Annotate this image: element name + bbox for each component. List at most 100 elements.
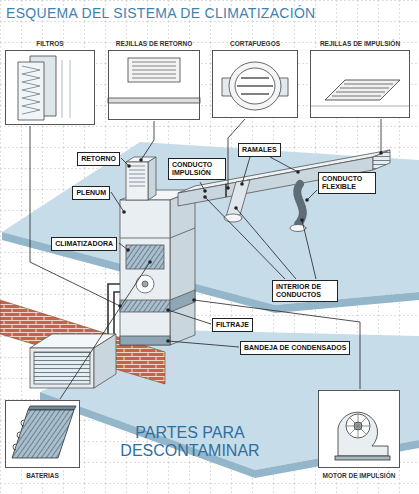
callout-box: CONDUCTO IMPULSIÓN — [168, 158, 226, 180]
callout-label: CONDUCTO IMPULSIÓN — [172, 161, 222, 177]
fire-damper-drawing — [237, 78, 273, 94]
panel-frame — [318, 390, 400, 468]
leader-line — [302, 220, 316, 279]
leader-dot — [203, 189, 207, 193]
leader-line — [168, 341, 239, 347]
leader-dot — [300, 218, 304, 222]
branch-duct — [224, 180, 250, 222]
panel-ground — [5, 50, 410, 468]
leader-line — [168, 310, 211, 324]
callout-box: INTERIOR DE CONDUCTOS — [272, 280, 338, 302]
filter-drawing — [18, 56, 70, 120]
callout-box: BANDEJA DE CONDENSADOS — [240, 341, 350, 355]
coil-drawing — [12, 410, 74, 458]
air-handler — [136, 275, 154, 293]
leader-dot — [234, 206, 238, 210]
callout-label: CONDUCTO FLEXIBLE — [322, 175, 372, 191]
return-duct — [126, 162, 148, 200]
leader-line — [194, 300, 360, 389]
leader-dot — [240, 182, 244, 186]
panel-ground — [5, 50, 95, 125]
leader-dot — [226, 186, 230, 190]
flexible-duct — [297, 184, 303, 224]
panel-ground — [310, 50, 410, 118]
panel-ground — [318, 390, 400, 468]
leader-line — [111, 192, 124, 212]
panel-frame — [212, 50, 298, 118]
panel-heading: MOTOR DE IMPULSIÓN — [304, 472, 414, 480]
leader-dot — [203, 195, 207, 199]
inset-panel: REJILLAS DE IMPULSIÓN — [310, 40, 410, 118]
leader-line — [270, 157, 298, 172]
supply-duct — [225, 184, 227, 197]
panel-ground — [5, 400, 80, 468]
leader-line — [141, 121, 154, 160]
supply-grille-drawing — [310, 106, 410, 107]
inset-panel: FILTROS — [5, 40, 95, 125]
big-label: PARTES PARA DESCONTAMINAR — [110, 424, 270, 461]
air-handler — [120, 190, 195, 345]
air-handler — [120, 228, 195, 238]
leader-dot — [305, 198, 309, 202]
supply-grille-drawing — [332, 84, 393, 96]
callout-box: CLIMATIZADORA — [51, 237, 117, 251]
panel-heading: BATERIAS — [0, 472, 94, 480]
leader-line — [30, 126, 120, 306]
leader-line — [236, 208, 296, 279]
inset-panel: CORTAFUEGOS — [212, 40, 298, 118]
panel-frame — [108, 50, 200, 120]
inset-panel: MOTOR DE IMPULSIÓN — [318, 390, 400, 480]
flexible-duct — [290, 184, 306, 232]
leader-line — [205, 197, 285, 279]
leader-dot — [127, 164, 131, 168]
blower-drawing — [335, 412, 390, 460]
outdoor-unit — [34, 352, 90, 384]
return-duct — [129, 166, 145, 186]
leader-dot — [192, 298, 196, 302]
callout-label: RAMALES — [242, 146, 277, 154]
lower-floor-slab — [40, 330, 419, 478]
air-handler — [170, 190, 195, 345]
blower-drawing — [335, 456, 390, 460]
return-duct — [126, 157, 156, 200]
panel-frame — [5, 400, 80, 468]
callout-box: RAMALES — [238, 143, 281, 157]
return-duct — [148, 157, 156, 200]
leader-line — [381, 119, 382, 153]
return-grille-drawing — [108, 98, 200, 103]
supply-duct — [373, 150, 390, 170]
return-grille-drawing — [108, 58, 200, 103]
leader-dot — [379, 151, 383, 155]
fire-damper-drawing — [222, 62, 288, 110]
return-grille-drawing — [128, 58, 180, 82]
callout-label: PLENUM — [76, 189, 106, 197]
panel-heading: FILTROS — [0, 40, 109, 48]
outdoor-unit — [30, 348, 94, 388]
filter-drawing — [18, 62, 44, 120]
air-handler — [120, 336, 170, 345]
inset-panel: REJILLAS DE RETORNO — [108, 40, 200, 120]
leader-dot — [118, 304, 122, 308]
fire-damper-drawing — [229, 62, 281, 110]
filter-drawing — [22, 66, 40, 114]
coil-drawing — [12, 406, 76, 458]
upper-floor-slab — [2, 142, 419, 313]
refrigerant-pipes — [114, 292, 120, 336]
blower-drawing — [338, 412, 388, 456]
branch-duct — [224, 214, 242, 222]
upper-floor-slab — [2, 232, 419, 313]
callout-box: FILTRAJE — [212, 318, 253, 332]
leader-dot — [126, 248, 130, 252]
leader-dot — [139, 158, 143, 162]
leader-dot — [166, 308, 170, 312]
panel-heading: CORTAFUEGOS — [198, 40, 312, 48]
diagram-title: ESQUEMA DEL SISTEMA DE CLIMATIZACIÓN — [6, 5, 316, 21]
coil-drawing — [13, 420, 24, 450]
air-handler — [126, 245, 164, 269]
air-handler — [142, 281, 148, 287]
upper-floor-slab — [2, 142, 419, 305]
